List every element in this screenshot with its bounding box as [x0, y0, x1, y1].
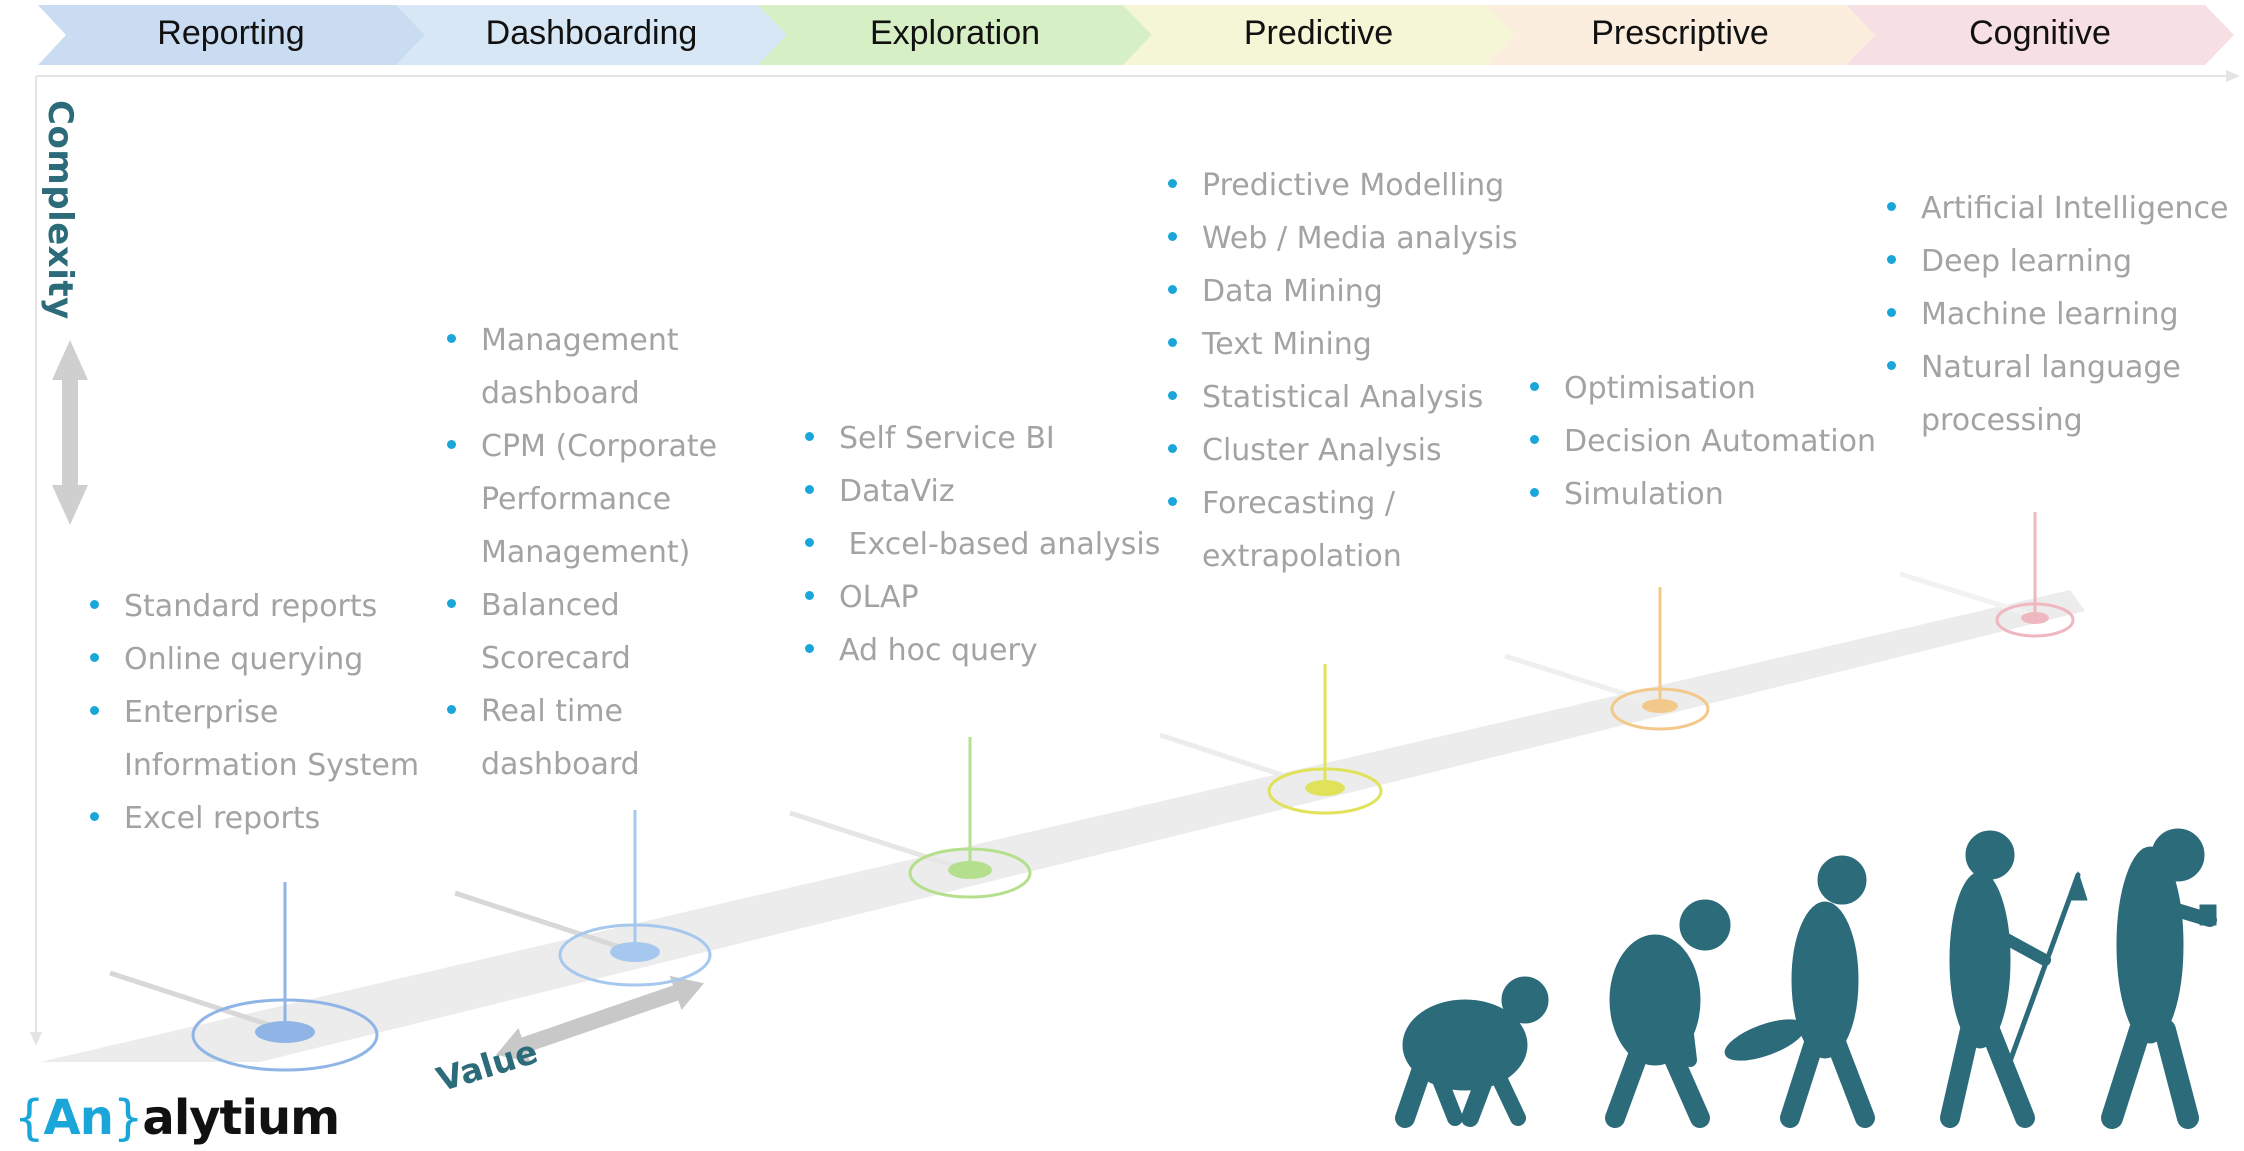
evolution-silhouettes	[1395, 828, 2217, 1129]
logo-rest: alytium	[142, 1090, 340, 1146]
cognitive-items: Artificial Intelligence Deep learning Ma…	[1885, 182, 2229, 447]
axes	[30, 70, 2240, 1046]
stage-label-prescriptive: Prescriptive	[1591, 13, 1769, 52]
list-item: Enterprise	[88, 686, 419, 739]
chevron-prescriptive	[1485, 5, 1875, 65]
chevron-cognitive	[1846, 5, 2234, 65]
list-item: Optimisation	[1528, 362, 1876, 415]
list-item: Decision Automation	[1528, 415, 1876, 468]
chevron-dashboarding	[396, 5, 787, 65]
list-item: Natural language	[1885, 341, 2229, 394]
stage-pins	[109, 512, 2075, 1072]
pin-dashboarding	[454, 810, 712, 987]
list-item: OLAP	[803, 571, 1160, 624]
list-item-continuation: dashboard	[481, 747, 640, 782]
list-item: Excel-based analysis	[803, 518, 1160, 571]
list-item: Artificial Intelligence	[1885, 182, 2229, 235]
list-item-continuation: dashboard	[481, 376, 640, 411]
complexity-axis-label: Complexity	[40, 100, 80, 320]
list-item-continuation: Scorecard	[481, 641, 631, 676]
stage-label-exploration: Exploration	[869, 13, 1041, 52]
chevron-predictive	[1123, 5, 1514, 65]
list-item: Forecasting /	[1166, 477, 1518, 530]
early-hominid-silhouette	[1605, 899, 1731, 1128]
logo-brace-close: }	[112, 1090, 144, 1146]
chevron-exploration	[758, 5, 1152, 65]
stage-label-dashboarding: Dashboarding	[485, 13, 698, 52]
y-axis-arrowhead	[30, 1032, 42, 1046]
list-item: Deep learning	[1885, 235, 2229, 288]
list-item: Self Service BI	[803, 412, 1160, 465]
list-item: Cluster Analysis	[1166, 424, 1518, 477]
list-item: Web / Media analysis	[1166, 212, 1518, 265]
stage-label-predictive: Predictive	[1243, 13, 1394, 52]
ape-silhouette	[1395, 976, 1549, 1128]
list-item: Data Mining	[1166, 265, 1518, 318]
list-item: Excel reports	[88, 792, 419, 845]
analytium-logo: {An}alytium	[14, 1090, 340, 1146]
list-item: Statistical Analysis	[1166, 371, 1518, 424]
logo-an: An	[43, 1090, 114, 1146]
pin-reporting	[109, 882, 379, 1072]
pin-exploration	[789, 737, 1032, 899]
list-item: Text Mining	[1166, 318, 1518, 371]
list-item-continuation: Management)	[481, 535, 691, 570]
list-item: Ad hoc query	[803, 624, 1160, 677]
list-item: CPM (Corporate	[445, 420, 717, 473]
list-item: Standard reports	[88, 580, 419, 633]
stage-label-cognitive: Cognitive	[1969, 13, 2111, 52]
hominid-with-club-silhouette	[1724, 855, 1875, 1128]
list-item: Machine learning	[1885, 288, 2229, 341]
homo-with-spear-silhouette	[1940, 830, 2088, 1128]
stage-chevrons	[38, 5, 2234, 65]
dashboarding-items: Management dashboard CPM (Corporate Perf…	[445, 314, 717, 791]
stage-label-reporting: Reporting	[157, 13, 305, 52]
modern-human-with-phone-silhouette	[2101, 828, 2217, 1129]
prescriptive-items: Optimisation Decision Automation Simulat…	[1528, 362, 1876, 521]
list-item-continuation: extrapolation	[1202, 539, 1402, 574]
pin-cognitive	[1899, 512, 2075, 638]
x-axis-arrowhead	[2226, 70, 2240, 82]
chevron-reporting	[38, 5, 425, 65]
predictive-items: Predictive Modelling Web / Media analysi…	[1166, 159, 1518, 583]
list-item-continuation: Performance	[481, 482, 672, 517]
reporting-items: Standard reports Online querying Enterpr…	[88, 580, 419, 845]
complexity-arrow	[52, 340, 88, 525]
value-arrow	[495, 975, 705, 1063]
list-item: Simulation	[1528, 468, 1876, 521]
exploration-items: Self Service BI DataViz Excel-based anal…	[803, 412, 1160, 677]
list-item: Management	[445, 314, 717, 367]
list-item-continuation: Information System	[124, 748, 420, 783]
pin-predictive	[1159, 664, 1383, 815]
list-item: Real time	[445, 685, 717, 738]
value-road	[40, 590, 2085, 1062]
list-item: Online querying	[88, 633, 419, 686]
list-item: Predictive Modelling	[1166, 159, 1518, 212]
logo-brace-open: {	[14, 1090, 45, 1146]
pin-prescriptive	[1504, 587, 1710, 731]
list-item: DataViz	[803, 465, 1160, 518]
list-item-continuation: processing	[1921, 403, 2083, 438]
list-item: Balanced	[445, 579, 717, 632]
